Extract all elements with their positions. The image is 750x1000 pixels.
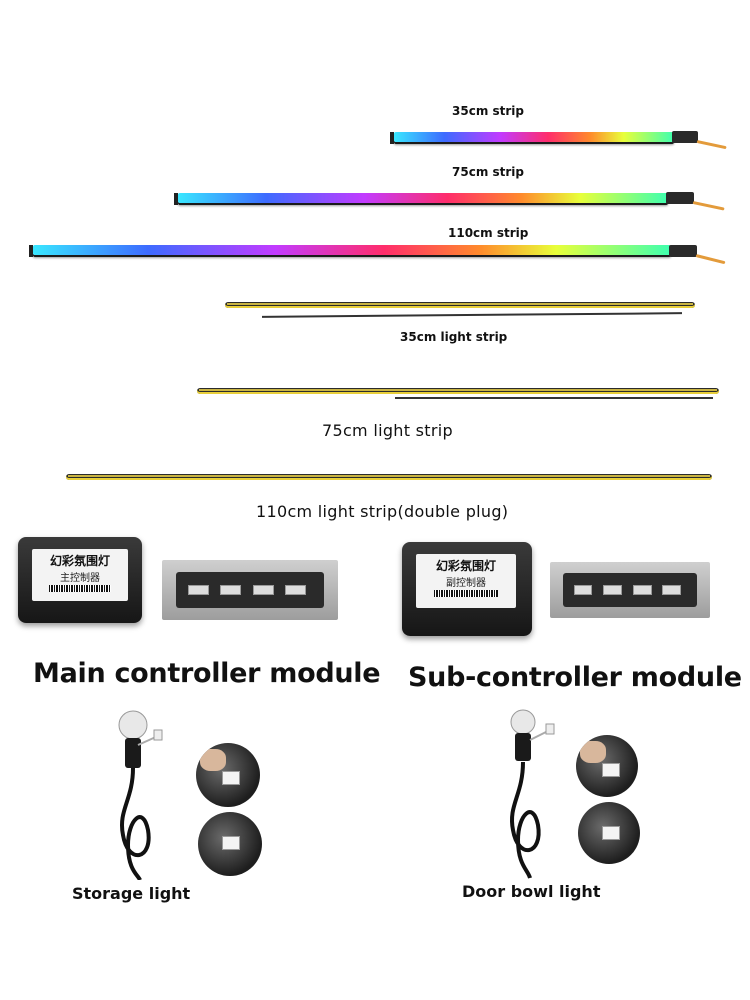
storage-light-cable-icon: [118, 710, 163, 880]
strip-wire: [696, 140, 727, 150]
controller-sticker: 幻彩氛围灯 副控制器: [416, 554, 516, 608]
light-strip-75cm: [197, 388, 719, 394]
light-strip-35cm: [225, 302, 695, 308]
rgb-strip-75cm: [174, 193, 668, 205]
label-35cm-strip: 35cm strip: [452, 104, 524, 118]
label-75cm-light-strip: 75cm light strip: [322, 421, 453, 440]
controller-title: 幻彩氛围灯: [49, 554, 110, 568]
controller-title: 幻彩氛围灯: [435, 559, 496, 573]
rgb-strip-110cm: [29, 245, 671, 257]
strip-connector: [666, 192, 694, 204]
door-connector-photo-2: [578, 802, 640, 864]
strip-connector: [669, 245, 697, 257]
sub-controller-box: 幻彩氛围灯 副控制器: [402, 542, 532, 636]
light-strip-110cm: [66, 474, 712, 480]
door-light-cable-icon: [510, 709, 555, 879]
light-strip-wire: [261, 312, 683, 318]
sub-controller-label: Sub-controller module: [408, 662, 742, 693]
sub-controller-port-photo: [550, 562, 710, 618]
rgb-strip-35cm: [390, 132, 674, 144]
main-controller-box: 幻彩氛围灯 主控制器: [18, 537, 142, 623]
controller-subtitle: 主控制器: [60, 573, 100, 584]
door-connector-photo-1: [576, 735, 638, 797]
label-110cm-strip: 110cm strip: [448, 226, 529, 240]
label-110cm-light-strip: 110cm light strip(double plug): [256, 502, 509, 521]
storage-light-label: Storage light: [72, 884, 191, 903]
label-75cm-strip: 75cm strip: [452, 165, 524, 179]
controller-subtitle: 副控制器: [446, 578, 486, 589]
label-35cm-light-strip: 35cm light strip: [400, 330, 508, 344]
main-controller-label: Main controller module: [33, 658, 381, 689]
strip-wire: [695, 254, 726, 265]
barcode-icon: [433, 590, 499, 597]
controller-sticker: 幻彩氛围灯 主控制器: [32, 549, 128, 601]
barcode-icon: [49, 585, 111, 592]
storage-connector-photo-1: [196, 743, 260, 807]
main-controller-port-photo: [162, 560, 338, 620]
light-strip-wire: [395, 397, 713, 399]
strip-connector: [672, 131, 698, 143]
storage-connector-photo-2: [198, 812, 262, 876]
strip-wire: [692, 201, 725, 211]
door-bowl-light-label: Door bowl light: [462, 882, 601, 901]
